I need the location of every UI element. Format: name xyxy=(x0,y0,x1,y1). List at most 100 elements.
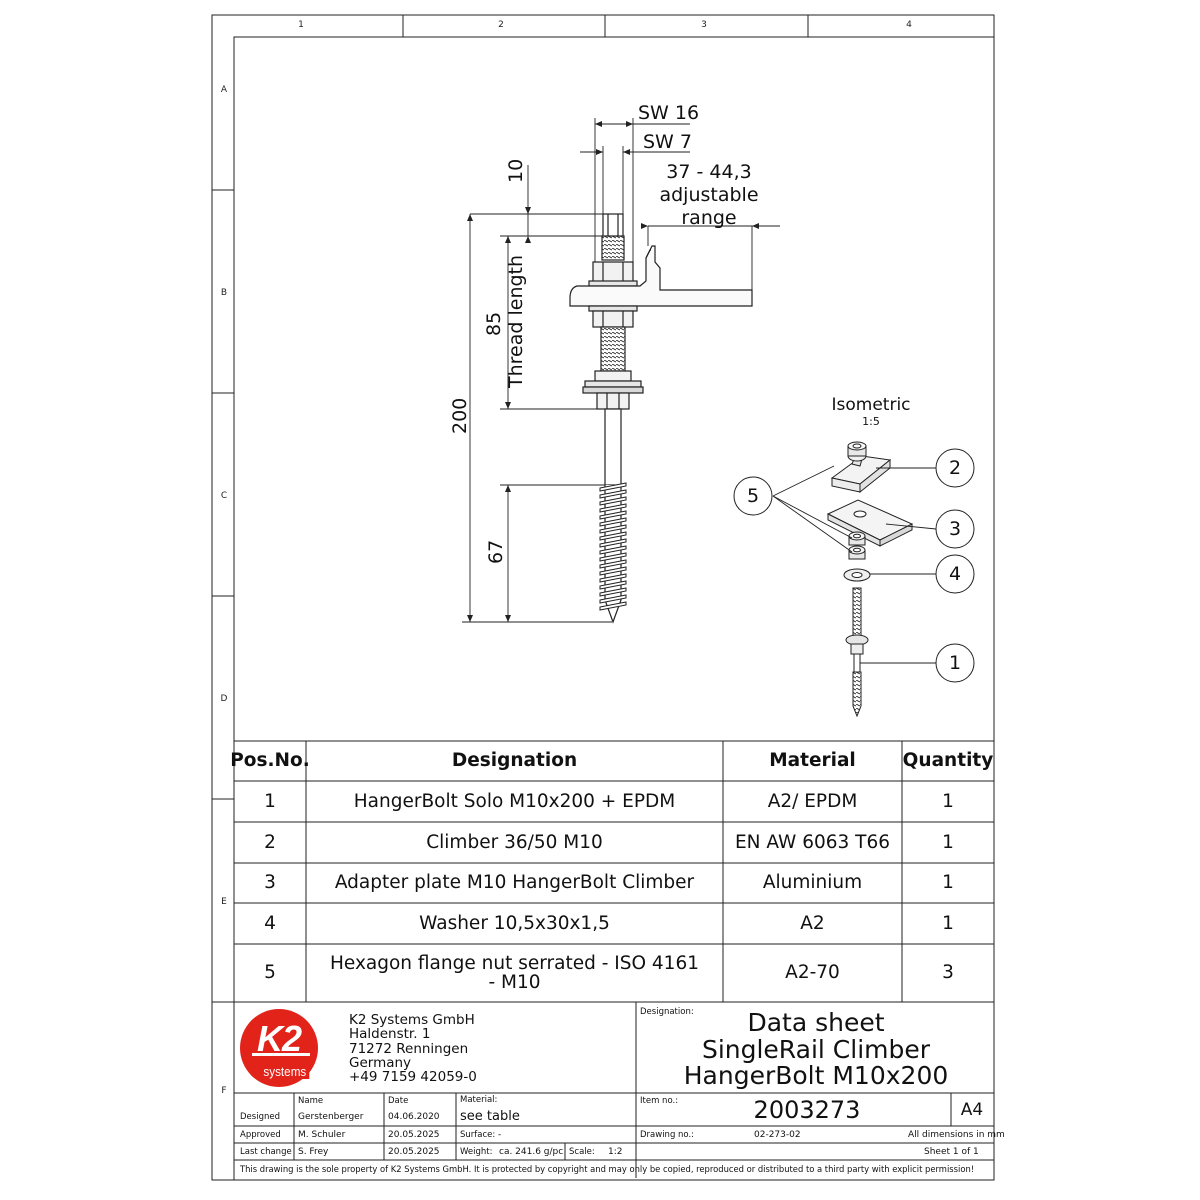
cell-designation: HangerBolt Solo M10x200 + EPDM xyxy=(353,790,676,812)
row-label: E xyxy=(221,897,227,907)
material-label: Material: xyxy=(460,1095,498,1105)
cell-designation: Climber 36/50 M10 xyxy=(426,831,603,853)
callout-4: 4 xyxy=(948,563,962,585)
dimension-lines xyxy=(462,118,780,623)
sheet-number: Sheet 1 of 1 xyxy=(924,1147,979,1157)
title-block-grid xyxy=(234,1001,994,1178)
range-value: 37 - 44,3 xyxy=(666,161,752,183)
approved-label: Approved xyxy=(240,1130,281,1140)
item-label: Item no.: xyxy=(640,1096,679,1106)
copyright-notice: This drawing is the sole property of K2 … xyxy=(240,1164,975,1174)
title-line-3: HangerBolt M10x200 xyxy=(683,1061,949,1090)
cell-designation: Adapter plate M10 HangerBolt Climber xyxy=(334,872,695,894)
lastchange-name: S. Frey xyxy=(298,1147,329,1157)
lastchange-label: Last change xyxy=(240,1147,292,1157)
cell-pos: 2 xyxy=(264,831,276,853)
row-label: B xyxy=(220,288,228,298)
parts-table-grid xyxy=(234,740,994,1002)
row-label: F xyxy=(221,1086,227,1096)
dim-thread-length-label: Thread length xyxy=(505,254,527,388)
cell-material: A2-70 xyxy=(785,962,840,984)
lastchange-date: 20.05.2025 xyxy=(388,1147,440,1157)
company-phone: +49 7159 42059-0 xyxy=(349,1069,477,1086)
screw-thread-flank xyxy=(599,496,627,506)
callout-2: 2 xyxy=(948,457,962,479)
item-number: 2003273 xyxy=(753,1096,861,1124)
isometric-title: Isometric xyxy=(831,395,911,415)
cell-designation: Hexagon flange nut serrated - ISO 4161 -… xyxy=(329,952,699,993)
name-label: Name xyxy=(298,1096,324,1106)
callout-1: 1 xyxy=(948,652,962,674)
header-material: Material xyxy=(769,750,856,772)
cell-quantity: 1 xyxy=(942,912,954,934)
screw-thread-flank xyxy=(599,524,627,534)
screw-thread-flank xyxy=(599,489,627,499)
title-line-1: Data sheet xyxy=(747,1008,885,1037)
drawing-number: 02-273-02 xyxy=(754,1130,801,1140)
designed-date: 04.06.2020 xyxy=(388,1112,440,1122)
range-line2: range xyxy=(681,207,737,229)
callout-3: 3 xyxy=(948,518,962,540)
material-value: see table xyxy=(460,1109,520,1124)
cell-material: A2 xyxy=(800,912,825,934)
screw-thread-flank xyxy=(599,531,627,541)
header-designation: Designation xyxy=(451,750,578,772)
dim-screw-67: 67 xyxy=(485,539,507,564)
dimension-arrows xyxy=(467,121,759,622)
logo-main: K2 xyxy=(256,1018,302,1059)
cell-quantity: 1 xyxy=(942,872,954,894)
dim-thread-85: 85 xyxy=(483,311,505,336)
screw-thread-flank xyxy=(599,538,627,548)
surface-label: Surface: xyxy=(460,1130,496,1140)
screw-thread-flank xyxy=(599,517,627,527)
screw-thread-flank xyxy=(599,566,627,576)
cell-pos: 3 xyxy=(264,872,276,894)
cell-pos: 1 xyxy=(264,790,276,812)
designed-label: Designed xyxy=(240,1112,280,1122)
isometric-callout-circles xyxy=(733,448,975,683)
row-label: C xyxy=(220,491,228,501)
isometric-leaders xyxy=(772,465,937,664)
screw-thread-flank xyxy=(599,545,627,555)
designed-name: Gerstenberger xyxy=(298,1112,364,1122)
isometric-scale: 1:5 xyxy=(862,415,880,428)
row-label: A xyxy=(220,85,228,95)
logo-sub: systems xyxy=(260,1064,309,1079)
document-title: Data sheet SingleRail Climber HangerBolt… xyxy=(676,1008,956,1090)
cell-quantity: 3 xyxy=(942,962,954,984)
cell-pos: 5 xyxy=(264,962,276,984)
cell-material: EN AW 6063 T66 xyxy=(734,831,891,853)
hangerbolt-front-view xyxy=(569,213,753,624)
row-label: D xyxy=(220,694,228,704)
column-label: 3 xyxy=(701,20,707,30)
weight-label: Weight: xyxy=(460,1147,493,1157)
screw-thread-flank xyxy=(599,594,627,604)
approved-date: 20.05.2025 xyxy=(388,1130,440,1140)
screw-thread-flank xyxy=(599,573,627,583)
cell-material: Aluminium xyxy=(762,872,863,894)
dimensions-note: All dimensions in mm xyxy=(908,1130,1005,1140)
screw-thread-flank xyxy=(599,580,627,590)
cell-quantity: 1 xyxy=(942,831,954,853)
cell-quantity: 1 xyxy=(942,790,954,812)
cell-material: A2/ EPDM xyxy=(767,790,858,812)
dim-top-10: 10 xyxy=(505,158,527,183)
company-street: Haldenstr. 1 xyxy=(349,1026,431,1043)
screw-thread-flank xyxy=(599,482,627,492)
cell-pos: 4 xyxy=(264,912,276,934)
surface-value: - xyxy=(498,1130,502,1140)
title-line-2: SingleRail Climber xyxy=(701,1034,931,1064)
drawing-no-label: Drawing no.: xyxy=(640,1130,695,1140)
screw-thread-flank xyxy=(599,503,627,513)
scale-label: Scale: xyxy=(569,1147,595,1157)
screw-thread-flank xyxy=(599,510,627,520)
cell-designation: Washer 10,5x30x1,5 xyxy=(419,912,610,934)
approved-name: M. Schuler xyxy=(298,1130,346,1140)
screw-thread-flank xyxy=(599,559,627,569)
dim-sw16: SW 16 xyxy=(638,102,700,124)
range-line1: adjustable xyxy=(659,184,759,206)
screw-thread-flank xyxy=(599,552,627,562)
isometric-view xyxy=(826,441,914,718)
column-label: 4 xyxy=(906,20,912,30)
